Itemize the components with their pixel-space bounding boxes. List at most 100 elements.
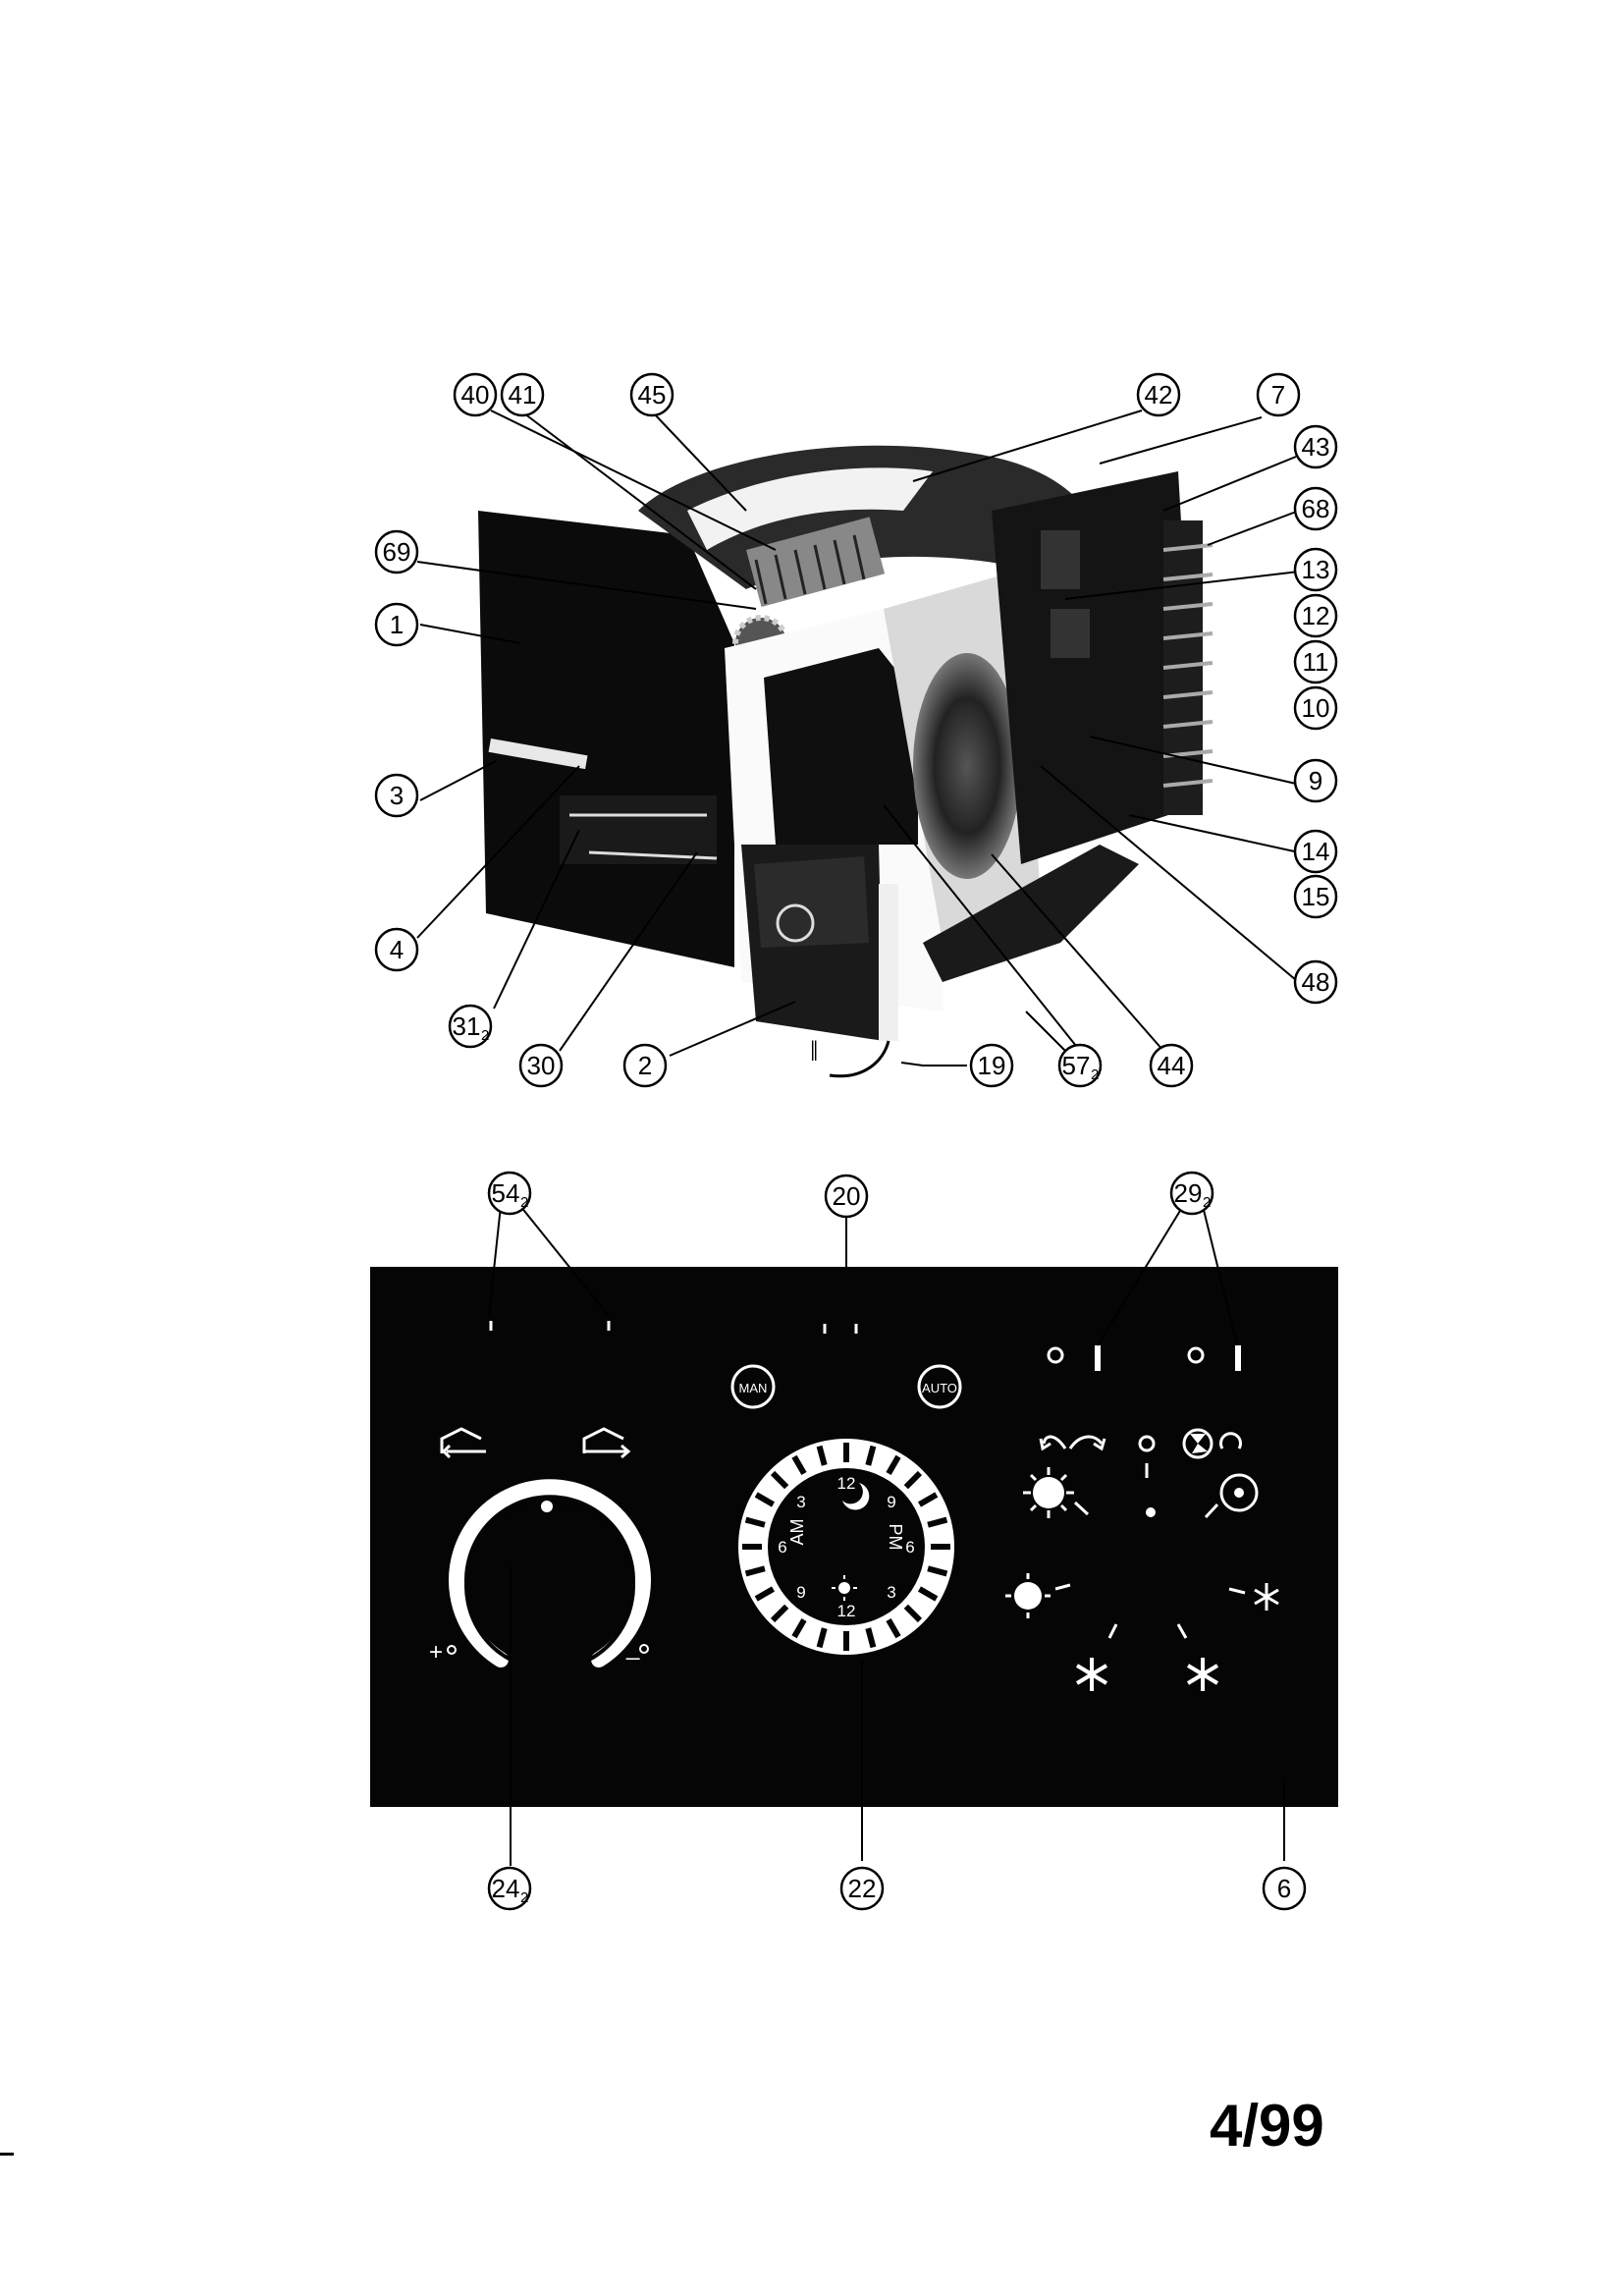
callout-19: 19 (969, 1043, 1014, 1088)
timer-am-label: AM (787, 1519, 807, 1546)
callout-7: 7 (1256, 372, 1301, 417)
indicator-lamps (1047, 1345, 1241, 1371)
margin-mark (0, 2153, 14, 2156)
moon-icon (842, 1483, 870, 1510)
callout-30: 30 (518, 1043, 564, 1088)
svg-text:ǁ: ǁ (810, 1035, 818, 1067)
dial-indicator-dot (541, 1501, 553, 1512)
callout-label: 48 (1302, 967, 1330, 997)
unit-base (923, 845, 1139, 982)
callout-22: 22 (839, 1866, 885, 1911)
timer-hour-label: 9 (887, 1493, 895, 1511)
callout-13: 13 (1293, 547, 1338, 592)
callout-40: 40 (453, 372, 498, 417)
timer-segment-gap (903, 1604, 923, 1623)
callout-subscript: 2 (520, 1194, 528, 1211)
recirculate-icon (1219, 1432, 1242, 1449)
callout-6: 6 (1262, 1866, 1307, 1911)
callout-11: 11 (1293, 639, 1338, 684)
unit-fan (913, 653, 1021, 879)
man-button[interactable]: MAN (730, 1364, 776, 1409)
unit-connectors (1162, 520, 1214, 815)
fan-box-icon (1219, 1473, 1259, 1512)
callout-label: 44 (1158, 1051, 1186, 1080)
callout-label: 19 (978, 1051, 1006, 1080)
dial-plus-label: + (429, 1639, 443, 1666)
callout-label: 41 (509, 380, 537, 410)
timer-segment-gap (886, 1617, 901, 1639)
callout-subscript: 2 (1091, 1066, 1099, 1083)
unit-leader-lines (416, 410, 1300, 1066)
timer-segments (742, 1443, 950, 1651)
auto-button[interactable]: AUTO (917, 1364, 962, 1409)
callout-label: 4 (390, 935, 404, 964)
timer-segment-gap (770, 1470, 789, 1490)
sun-medium-icon (1005, 1573, 1051, 1618)
callout-label: 54 (492, 1178, 520, 1208)
snowflake-icon-2 (1186, 1658, 1219, 1691)
callout-label: 11 (1303, 647, 1329, 677)
sun-icon (1023, 1467, 1074, 1518)
timer-segment-gap (744, 1565, 766, 1577)
timer-segment-gap (865, 1627, 877, 1649)
callout-43: 43 (1293, 424, 1338, 469)
unit-cable (829, 1040, 890, 1078)
timer-segment-gap (816, 1445, 828, 1466)
temperature-dial[interactable] (449, 1479, 651, 1667)
callout-45: 45 (629, 372, 674, 417)
callout-label: 3 (390, 781, 404, 810)
snowflake-icon (1075, 1658, 1108, 1691)
callout-2: 2 (622, 1043, 668, 1088)
callout-label: 22 (848, 1874, 877, 1903)
timer-segment-gap (917, 1586, 939, 1602)
svg-text:AUTO: AUTO (922, 1381, 957, 1395)
panel-leader-lines (488, 1205, 1285, 1866)
callout-14: 14 (1293, 829, 1338, 874)
svg-text:MAN: MAN (739, 1381, 768, 1395)
callout-label: 13 (1302, 555, 1330, 584)
timer-hour-label: 12 (837, 1474, 856, 1493)
timer-segment-gap (791, 1617, 807, 1639)
callout-label: 2 (638, 1051, 652, 1080)
callout-label: 10 (1302, 693, 1330, 723)
callout-label: 29 (1174, 1178, 1203, 1208)
callout-label: 15 (1302, 882, 1330, 911)
snowflake-small-icon (1254, 1583, 1279, 1611)
callout-9: 9 (1293, 758, 1338, 803)
timer-segment-gap (927, 1516, 948, 1528)
callout-label: 9 (1309, 766, 1322, 795)
callout-4: 4 (374, 927, 419, 972)
callout-subscript: 2 (481, 1027, 489, 1044)
callout-label: 43 (1302, 432, 1330, 462)
callout-subscript: 2 (1203, 1194, 1211, 1211)
timer-segment-gap (903, 1470, 923, 1490)
callout-label: 40 (461, 380, 490, 410)
callout-subscript: 2 (520, 1889, 528, 1906)
callout-label: 30 (527, 1051, 556, 1080)
callout-1: 1 (374, 602, 419, 647)
callout-label: 69 (383, 537, 411, 567)
callout-42: 42 (1136, 372, 1181, 417)
sun-small-icon (832, 1575, 857, 1601)
callout-41: 41 (500, 372, 545, 417)
callout-label: 68 (1302, 494, 1330, 523)
callout-label: 24 (492, 1874, 520, 1903)
timer-segment-gap (770, 1604, 789, 1623)
unit-label-plate (488, 738, 588, 770)
callout-label: 42 (1145, 380, 1173, 410)
timer-pm-label: PM (886, 1524, 905, 1551)
callout-10: 10 (1293, 685, 1338, 731)
timer-segment-gap (754, 1586, 776, 1602)
timer-hour-label: 3 (796, 1493, 805, 1511)
callout-label: 12 (1302, 601, 1330, 630)
unit-left-housing (478, 511, 734, 967)
timer-segment-gap (816, 1627, 828, 1649)
